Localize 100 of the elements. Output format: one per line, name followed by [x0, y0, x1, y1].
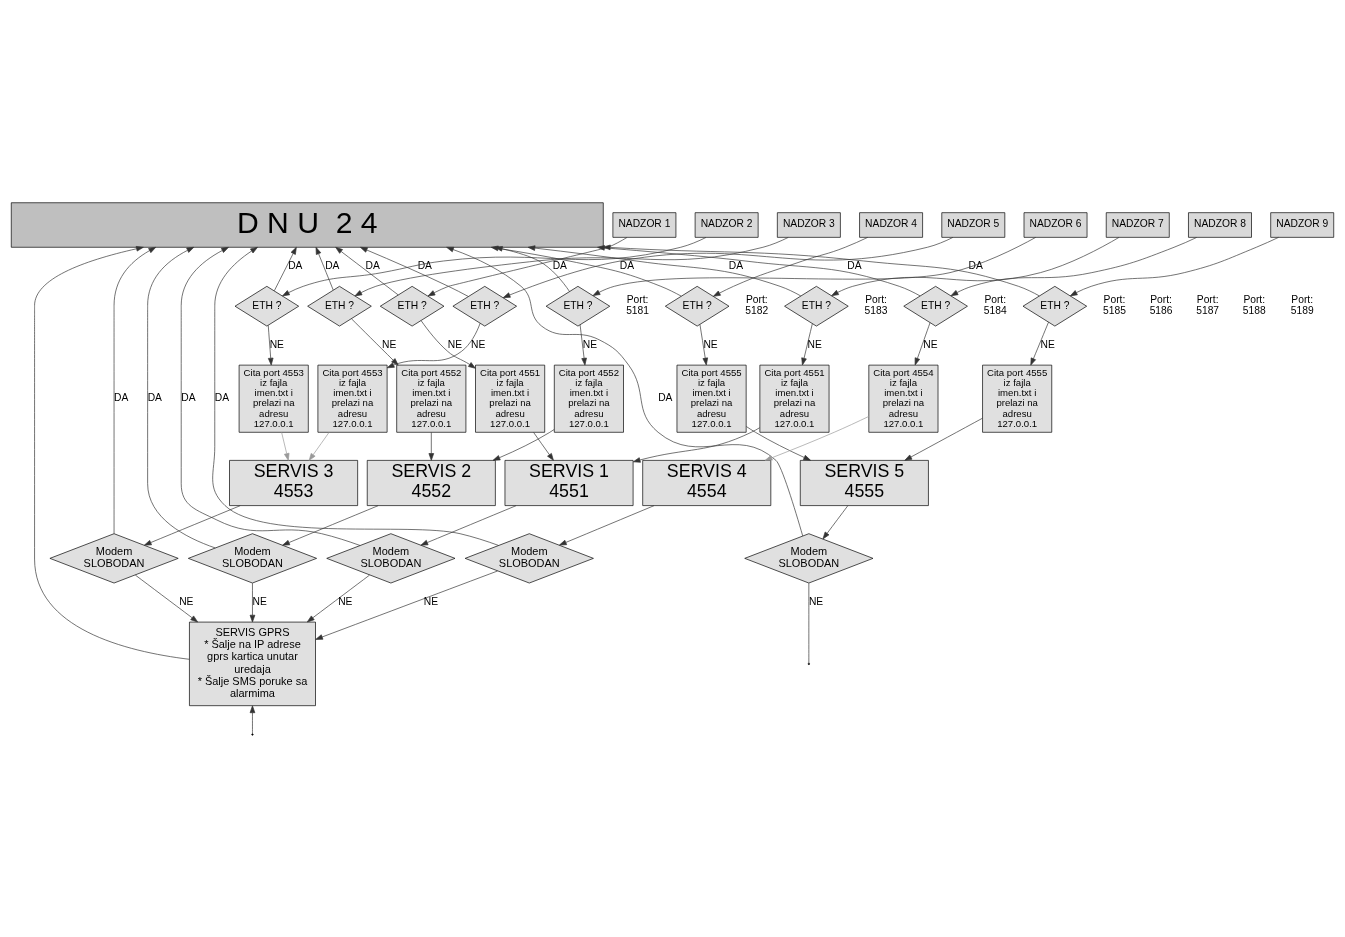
edge-label: DA [181, 391, 196, 403]
arrow [446, 246, 804, 536]
label: Port: 5189 [1290, 293, 1314, 316]
node-diamond: ETH ? [234, 285, 300, 326]
node-box: NADZOR 1 [612, 211, 677, 238]
edge-label: DA [658, 391, 673, 403]
arrow [904, 417, 983, 461]
edge-label: NE [338, 595, 353, 607]
node-diamond: ETH ? [903, 285, 968, 326]
node-box: SERVIS 3 4553 [229, 459, 358, 506]
edge-label: DA [619, 259, 635, 271]
arrow [147, 246, 216, 548]
edge-label: NE [423, 595, 439, 607]
node-box: Cita port 4552 iz fajla imen.txt i prelazi na adresu 127.0.0.1 [396, 364, 467, 433]
node-box: Cita port 4552 iz fajla imen.txt i prelazi na adresu 127.0.0.1 [553, 364, 624, 433]
arrow [428, 431, 435, 461]
edge-label: NE [447, 338, 463, 350]
edge-label: NE [269, 338, 284, 350]
arrow [282, 236, 707, 296]
node-box: Cita port 4551 iz fajla imen.txt i prelazi na adresu 127.0.0.1 [759, 364, 830, 433]
node-box: NADZOR 5 [941, 211, 1006, 238]
node-diamond: ETH ? [665, 285, 730, 326]
arrow [597, 244, 921, 296]
edge-label: NE [582, 338, 598, 350]
edge-label: DA [114, 391, 129, 403]
arrow [113, 246, 157, 534]
node-diamond: ETH ? [379, 285, 445, 326]
edge-label: DA [728, 259, 744, 271]
node-box: NADZOR 4 [859, 211, 923, 238]
arrow [533, 431, 554, 461]
arrow [351, 317, 399, 365]
edge-label: NE [1040, 338, 1055, 350]
edge-label: DA [325, 259, 340, 271]
node-diamond: ETH ? [545, 285, 611, 326]
node-box: NADZOR 9 [1270, 211, 1335, 238]
edge-label: DA [417, 259, 432, 271]
node-box: Cita port 4551 iz fajla imen.txt i prelazi na adresu 127.0.0.1 [475, 364, 546, 433]
arrow [1069, 236, 1279, 296]
node-box: D N U 2 4 [10, 201, 604, 248]
arrow [592, 236, 1037, 296]
arrow [420, 504, 517, 546]
arrow [249, 705, 256, 734]
arrow [354, 236, 789, 296]
node-box: SERVIS 5 4555 [799, 459, 929, 506]
arrow [950, 236, 1197, 296]
node-box: NADZOR 8 [1188, 211, 1252, 238]
arrow [764, 415, 870, 461]
node-box: NADZOR 6 [1023, 211, 1088, 238]
label: Port: 5183 [864, 293, 888, 316]
arrow [745, 425, 811, 461]
connector [808, 582, 810, 663]
arrow [282, 504, 379, 546]
node-diamond: Modem SLOBODAN [464, 532, 594, 583]
arrow [603, 244, 1040, 296]
edge-label: DA [847, 259, 862, 271]
arrow [135, 574, 198, 622]
arrow [386, 322, 481, 368]
arrow [492, 428, 555, 461]
arrow [632, 426, 760, 463]
node-box: SERVIS 1 4551 [504, 459, 634, 506]
arrow [914, 321, 931, 365]
edge-label: NE [179, 595, 194, 607]
edge-label: DA [552, 259, 567, 271]
arrow [831, 236, 1120, 296]
node-diamond: Modem SLOBODAN [188, 532, 317, 583]
node-box: SERVIS 2 4552 [366, 459, 496, 506]
edge-label: NE [471, 338, 486, 350]
arrow [315, 570, 498, 640]
arrow [713, 236, 869, 297]
arrow [1030, 321, 1049, 365]
node-box: NADZOR 7 [1105, 211, 1170, 238]
label: Port: 5186 [1149, 293, 1173, 316]
arrow [502, 236, 954, 298]
edge-label: DA [968, 259, 983, 271]
node-box: SERVIS 4 4554 [642, 459, 772, 506]
edge-label: DA [365, 259, 380, 271]
arrow [527, 244, 802, 296]
node-diamond: Modem SLOBODAN [326, 532, 456, 583]
arrow [308, 431, 330, 461]
arrow [335, 246, 399, 295]
arrow [420, 319, 476, 369]
arrow [306, 574, 370, 622]
node-box: Cita port 4554 iz fajla imen.txt i prelazi na adresu 127.0.0.1 [868, 364, 939, 433]
arrow [360, 246, 469, 297]
node-box: Cita port 4555 iz fajla imen.txt i prelazi na adresu 127.0.0.1 [676, 364, 747, 433]
node-box: SERVIS GPRS * Šalje na IP adrese gprs kartica unutar uredaja * Šalje SMS poruke sa alarmima [189, 621, 316, 706]
arrow [315, 246, 334, 290]
edge-label: DA [214, 391, 230, 403]
label: Port: 5185 [1103, 293, 1126, 316]
arrow [427, 236, 628, 296]
arrow [281, 431, 290, 461]
node-box: NADZOR 2 [694, 211, 759, 238]
arrow [822, 504, 849, 539]
node-box: Cita port 4553 iz fajla imen.txt i prelazi na adresu 127.0.0.1 [238, 364, 309, 433]
node-box: Cita port 4555 iz fajla imen.txt i prelazi na adresu 127.0.0.1 [982, 364, 1053, 433]
arrow [249, 582, 256, 622]
edge-label: DA [147, 391, 162, 403]
node-diamond: ETH ? [452, 285, 517, 326]
edge-label: DA [288, 259, 303, 271]
label: Port: 5184 [983, 293, 1007, 316]
